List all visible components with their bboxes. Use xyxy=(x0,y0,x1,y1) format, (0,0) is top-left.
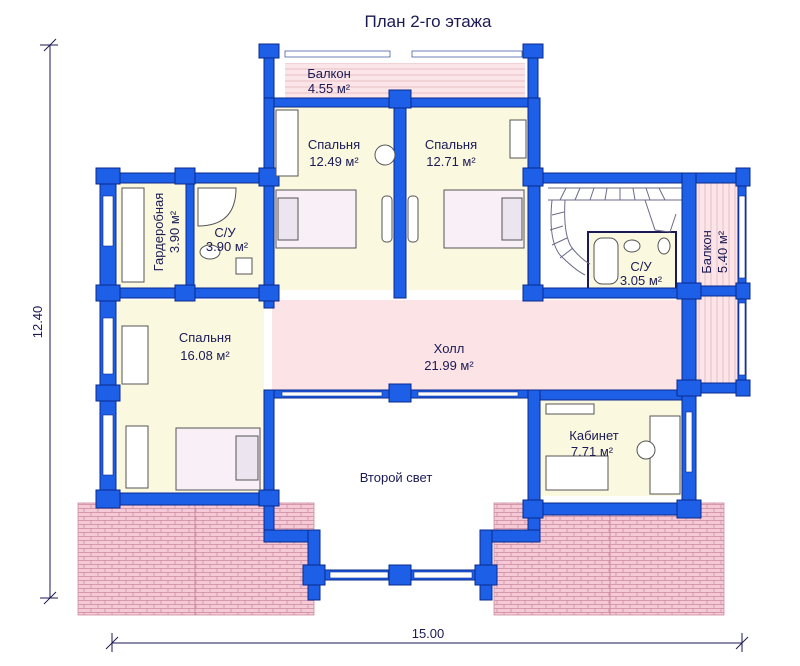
second-light-label: Второй свет xyxy=(360,470,433,485)
balcony-right-name: Балкон xyxy=(699,230,714,274)
bathroom-1-name: С/У xyxy=(214,225,236,240)
plan-title: План 2-го этажа xyxy=(364,12,492,31)
bedroom-3-area: 16.08 м² xyxy=(180,348,230,363)
balcony-top-name: Балкон xyxy=(307,66,351,81)
bathroom-2-area: 3.05 м² xyxy=(620,273,663,288)
windows xyxy=(102,50,746,579)
dimension-lines xyxy=(40,38,749,652)
wardrobe-area: 3.90 м² xyxy=(167,210,182,253)
dimension-height: 12.40 xyxy=(30,306,45,339)
walls xyxy=(95,43,751,601)
wardrobe-name: Гардеробная xyxy=(151,193,166,272)
balcony-right-area: 5.40 м² xyxy=(715,230,730,273)
bedroom-3-name: Спальня xyxy=(179,330,231,345)
room-labels: Балкон 4.55 м² Спальня 12.49 м² Спальня … xyxy=(151,66,730,485)
bedroom-1-name: Спальня xyxy=(308,137,360,152)
dimension-width: 15.00 xyxy=(412,626,445,641)
hall-area: 21.99 м² xyxy=(424,358,474,373)
bedroom-1-area: 12.49 м² xyxy=(309,154,359,169)
hall-name: Холл xyxy=(434,341,465,356)
bathroom-2-name: С/У xyxy=(630,259,652,274)
furniture xyxy=(121,109,681,495)
study-area: 7.71 м² xyxy=(571,444,614,459)
balcony-top-area: 4.55 м² xyxy=(308,81,351,96)
bedroom-2-area: 12.71 м² xyxy=(426,154,476,169)
staircase xyxy=(548,187,682,276)
study-name: Кабинет xyxy=(569,428,618,443)
paving-areas xyxy=(77,502,725,616)
bedroom-2-name: Спальня xyxy=(425,137,477,152)
bathroom-1-area: 3.90 м² xyxy=(206,239,249,254)
